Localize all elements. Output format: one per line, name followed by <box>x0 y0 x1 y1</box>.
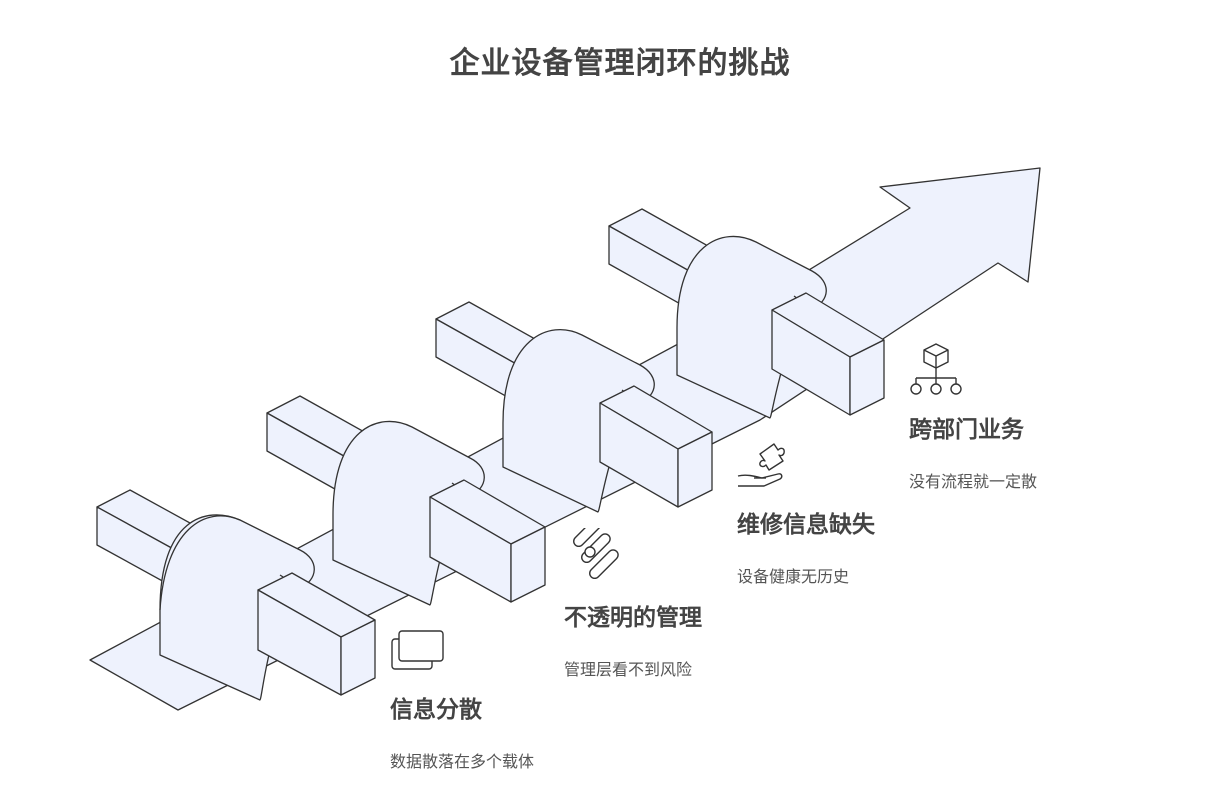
step-1-title: 信息分散 <box>390 697 482 723</box>
barrier-1 <box>96 489 376 701</box>
step-2-description: 管理层看不到风险 <box>564 660 693 679</box>
barrier-3 <box>435 301 713 513</box>
step-3-label: 维修信息缺失 设备健康无历史 <box>737 505 875 587</box>
step-2-label: 不透明的管理 管理层看不到风险 <box>564 598 702 680</box>
step-4-label: 跨部门业务 没有流程就一定散 <box>909 410 1037 492</box>
step-3-title: 维修信息缺失 <box>737 512 875 538</box>
step-4-title: 跨部门业务 <box>909 417 1024 443</box>
barrier-4 <box>608 208 885 419</box>
hierarchy-cube-icon <box>910 343 962 395</box>
step-1-description: 数据散落在多个载体 <box>390 752 535 771</box>
capsules-icon <box>573 528 619 579</box>
barrier-2 <box>266 395 546 606</box>
puzzle-hand-icon <box>737 443 785 487</box>
step-1-label: 信息分散 数据散落在多个载体 <box>390 690 534 772</box>
step-4-description: 没有流程就一定散 <box>909 472 1038 491</box>
diagram-title: 企业设备管理闭环的挑战 <box>449 46 791 81</box>
step-2-title: 不透明的管理 <box>564 605 702 631</box>
stacked-cards-icon <box>391 630 444 670</box>
step-3-description: 设备健康无历史 <box>737 567 850 586</box>
